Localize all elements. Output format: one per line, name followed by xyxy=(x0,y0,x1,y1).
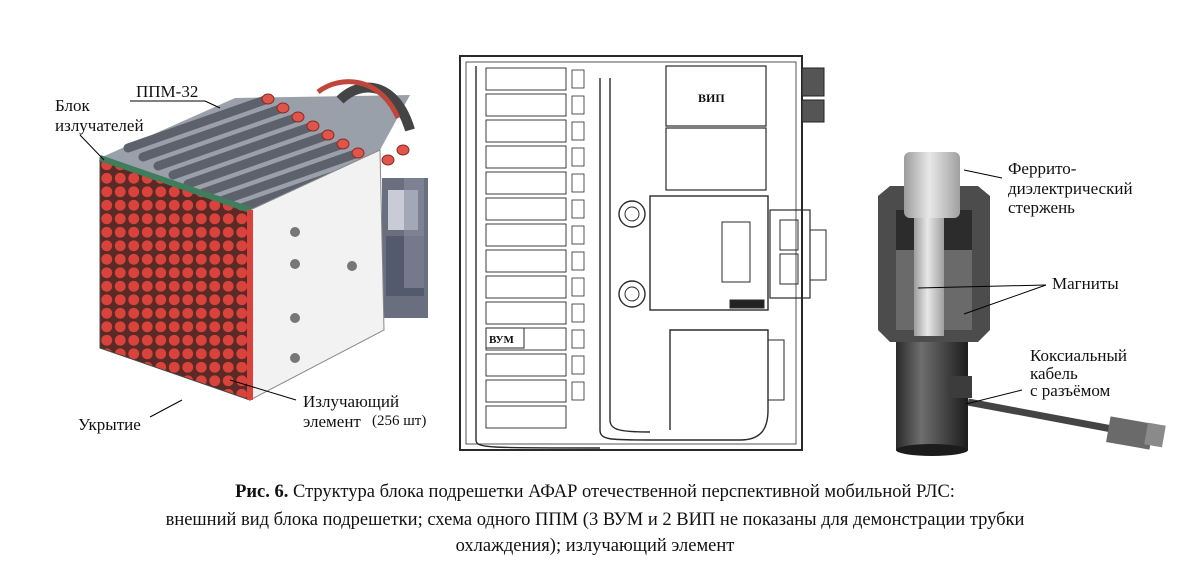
label-ppm: ППМ-32 xyxy=(136,82,199,101)
label-emitter-1: Излучающий xyxy=(303,392,400,411)
leader-lines-right xyxy=(917,169,1047,405)
figure-number: Рис. 6. xyxy=(235,482,289,502)
label-rod-2: диэлектрический xyxy=(1008,179,1133,198)
label-emitter-2: элемент xyxy=(303,412,361,431)
caption-text-1: Структура блока подрешетки АФАР отечеств… xyxy=(293,482,955,502)
label-magnets: Магниты xyxy=(1052,274,1119,293)
ppm-schematic xyxy=(459,55,827,451)
figure-caption-line-2: внешний вид блока подрешетки; схема одно… xyxy=(165,510,1025,530)
label-rod-3: стержень xyxy=(1008,198,1075,217)
label-cable-2: кабель xyxy=(1030,364,1078,383)
label-cable-1: Коксиальный xyxy=(1030,346,1128,365)
label-vip: ВИП xyxy=(698,91,725,105)
leader-lines-left xyxy=(79,100,297,418)
label-rod-1: Феррито- xyxy=(1008,159,1077,178)
radiating-element-render xyxy=(878,152,1166,456)
figure-caption-line-1: Рис. 6. Структура блока подрешетки АФАР … xyxy=(0,481,1190,503)
label-cable-3: с разъёмом xyxy=(1030,381,1111,400)
label-emitter-block-1: Блок xyxy=(55,96,90,115)
label-emitter-block-2: излучателей xyxy=(55,116,144,135)
figure-caption-line-3: охлаждения); излучающий элемент xyxy=(455,536,735,556)
subarray-block-render xyxy=(99,79,428,401)
label-emitter-count: (256 шт) xyxy=(372,413,427,429)
label-cover: Укрытие xyxy=(78,415,141,434)
label-vum: ВУМ xyxy=(489,334,514,346)
